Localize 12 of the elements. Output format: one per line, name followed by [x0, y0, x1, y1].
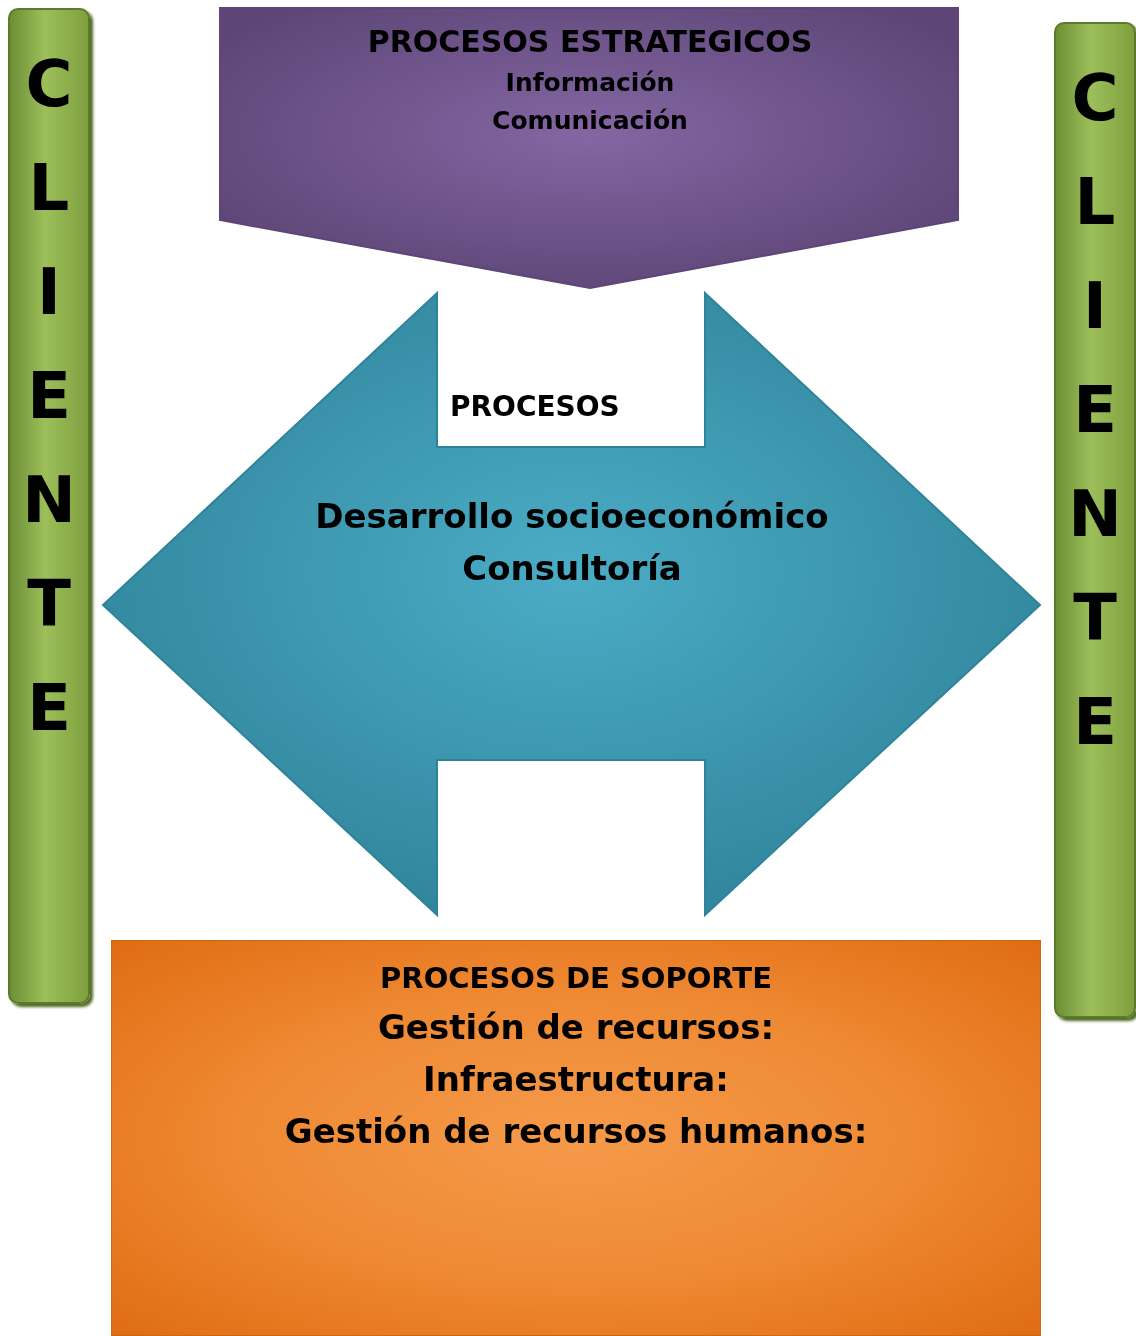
process-item: Gestión de recursos: [376, 1007, 776, 1047]
vertical-label: CLIENTE [1067, 60, 1123, 761]
heading: PROCESOS ESTRATEGICOS [367, 24, 813, 59]
process-item: Desarrollo socioeconómico [315, 496, 829, 536]
vertical-label: CLIENTE [21, 46, 77, 747]
heading: PROCESOS [450, 390, 620, 423]
process-item: Información [505, 68, 675, 97]
process-item: Consultoría [462, 548, 682, 588]
process-item: Gestión de recursos humanos: [283, 1111, 869, 1151]
process-item: Comunicación [492, 106, 688, 135]
process-item: Infraestructura: [422, 1059, 730, 1099]
heading: PROCESOS DE SOPORTE [379, 961, 773, 995]
